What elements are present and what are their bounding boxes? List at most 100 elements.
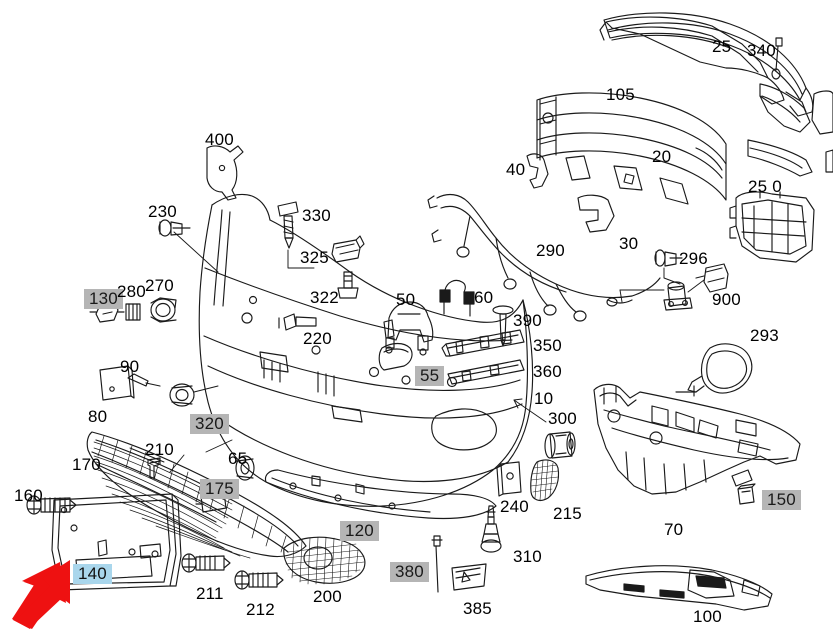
leader-210 xyxy=(169,454,185,473)
part-fog-grille-200 xyxy=(283,536,366,585)
part-bush-300 xyxy=(544,431,576,459)
part-impact-bar-20 xyxy=(536,92,727,205)
part-number-label-322: 322 xyxy=(310,288,339,307)
part-number-label-270: 270 xyxy=(145,276,174,295)
part-control-module-250 xyxy=(729,189,815,263)
part-sensor-270 xyxy=(150,297,177,323)
part-number-label-100: 100 xyxy=(693,607,722,626)
part-bracket-250-edge xyxy=(759,83,811,133)
part-number-label-360: 360 xyxy=(533,362,562,381)
part-rivet-380 xyxy=(431,535,443,593)
part-number-label-400: 400 xyxy=(205,130,234,149)
part-number-label-40: 40 xyxy=(506,160,526,179)
part-number-label-215: 215 xyxy=(553,504,582,523)
part-edge-fragment xyxy=(811,90,833,173)
part-number-label-210: 210 xyxy=(145,440,174,459)
part-grommet-65 xyxy=(235,455,255,481)
part-number-label-150: 150 xyxy=(762,490,801,510)
part-screw-211 xyxy=(181,553,231,573)
part-number-label-10: 10 xyxy=(534,389,554,408)
leader-300 xyxy=(513,399,547,423)
part-clip-210 xyxy=(147,457,161,479)
part-number-label-325: 325 xyxy=(300,248,329,267)
part-number-label-330: 330 xyxy=(302,206,331,225)
part-number-label-50: 50 xyxy=(396,290,416,309)
part-pads-60 xyxy=(439,279,475,317)
leader-170 xyxy=(129,447,165,463)
part-lower-reinforcement-100 xyxy=(585,565,773,611)
part-fastener-296 xyxy=(654,249,683,267)
part-number-label-300: 300 xyxy=(548,409,577,428)
part-rail-350 xyxy=(441,329,525,357)
part-number-label-900: 900 xyxy=(712,290,741,309)
part-pad-55 xyxy=(378,342,413,371)
part-harness-290 xyxy=(427,193,661,322)
part-mesh-insert-215 xyxy=(530,459,560,501)
part-number-label-280: 280 xyxy=(117,282,146,301)
part-holder-900 xyxy=(695,263,729,293)
part-number-label-340: 340 xyxy=(747,41,776,60)
leader-320 xyxy=(193,385,219,393)
part-number-label-120: 120 xyxy=(340,521,379,541)
part-number-label-60: 60 xyxy=(474,288,494,307)
leader-120 xyxy=(205,439,233,453)
part-bracket-400 xyxy=(206,145,244,201)
part-number-label-350: 350 xyxy=(533,336,562,355)
part-number-label-200: 200 xyxy=(313,587,342,606)
part-number-label-293: 293 xyxy=(750,326,779,345)
part-clip-30 xyxy=(577,194,615,233)
part-radiator-support-70 xyxy=(593,383,801,495)
part-screw-160 xyxy=(26,495,77,515)
part-number-label-20: 20 xyxy=(652,147,672,166)
part-bolt-220 xyxy=(278,313,317,331)
part-number-label-80: 80 xyxy=(88,407,108,426)
part-number-label-175: 175 xyxy=(200,479,239,499)
part-number-label-212: 212 xyxy=(246,600,275,619)
part-number-label-380: 380 xyxy=(390,562,429,582)
part-reinforcement-25 xyxy=(603,12,814,117)
part-number-label-385: 385 xyxy=(463,599,492,618)
part-number-label-90: 90 xyxy=(120,357,140,376)
part-sensor-module-900 xyxy=(663,281,693,311)
part-cable-tie-293 xyxy=(675,343,753,397)
part-number-label-130: 130 xyxy=(84,289,123,309)
part-clip-385 xyxy=(451,563,487,591)
part-number-label-230: 230 xyxy=(148,202,177,221)
part-number-label-310: 310 xyxy=(513,547,542,566)
part-nut-320 xyxy=(169,383,195,407)
part-rail-360 xyxy=(447,359,525,385)
part-number-label-170: 170 xyxy=(72,455,101,474)
part-bracket-240 xyxy=(496,461,522,497)
part-number-label-140: 140 xyxy=(73,564,112,584)
part-license-plate-holder-140 xyxy=(51,493,182,591)
part-number-label-65: 65 xyxy=(228,449,248,468)
part-number-label-25: 25 xyxy=(712,37,732,56)
part-grommet-280 xyxy=(125,303,141,321)
part-number-label-390: 390 xyxy=(513,311,542,330)
part-fastener-230 xyxy=(158,219,191,237)
part-number-label-220: 220 xyxy=(303,329,332,348)
part-pin-340 xyxy=(771,37,783,80)
part-bracket-50 xyxy=(383,301,434,356)
part-number-label-160: 160 xyxy=(14,486,43,505)
part-bolt-330 xyxy=(277,201,299,249)
leader-230 xyxy=(173,231,219,273)
part-number-label-55: 55 xyxy=(415,366,445,386)
part-strip-250 xyxy=(747,139,813,177)
part-bumper-cover-10 xyxy=(198,193,534,507)
part-number-label-240: 240 xyxy=(500,497,529,516)
leader-330 xyxy=(287,249,315,269)
part-number-label-290: 290 xyxy=(536,241,565,260)
part-number-label-211: 211 xyxy=(196,584,224,603)
part-clip-150 xyxy=(737,483,756,505)
part-number-label-296: 296 xyxy=(679,249,708,268)
part-rivet-310 xyxy=(480,505,502,553)
part-screw-212 xyxy=(234,570,284,590)
part-number-label-105: 105 xyxy=(606,85,635,104)
part-number-label-250: 25 0 xyxy=(748,177,782,196)
part-number-label-320: 320 xyxy=(190,414,229,434)
part-number-label-70: 70 xyxy=(664,520,684,539)
part-clip-325 xyxy=(331,235,365,263)
